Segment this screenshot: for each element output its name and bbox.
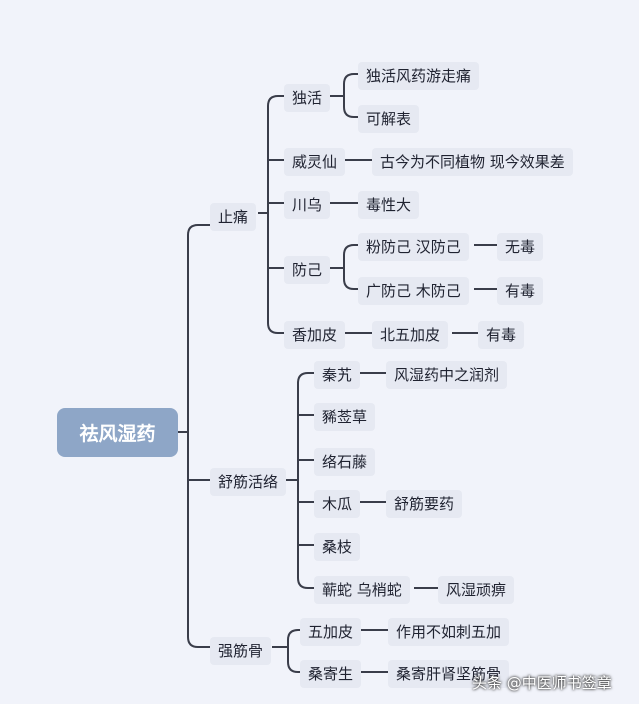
watermark-text: 头条 @中医师书签章 <box>472 674 612 692</box>
node-duhuo-child-1: 独活风药游走痛 <box>358 62 480 90</box>
node-duhuo: 独活 <box>284 84 331 112</box>
node-duhuo-child-2: 可解表 <box>358 105 420 133</box>
node-xixiancao: 豨莶草 <box>314 403 376 431</box>
branch-qiangjin: 强筋骨 <box>210 637 272 665</box>
node-fangji-child-2: 广防己 木防己 <box>358 277 469 305</box>
node-qinjiao-note: 风湿药中之润剂 <box>386 361 508 389</box>
node-sangjisheng-note: 桑寄肝肾坚筋骨 <box>388 660 510 688</box>
node-wujiapi-note: 作用不如刺五加 <box>388 618 510 646</box>
root-node: 祛风湿药 <box>57 408 178 457</box>
node-chuanwu: 川乌 <box>284 191 331 219</box>
node-xiangjiapi: 香加皮 <box>284 321 346 349</box>
branch-shujin: 舒筋活络 <box>210 468 287 496</box>
node-xiangjiapi-note: 北五加皮 <box>372 321 449 349</box>
node-luoshiteng: 络石藤 <box>314 448 376 476</box>
branch-zhitong: 止痛 <box>210 203 257 231</box>
node-sangzhi: 桑枝 <box>314 533 361 561</box>
node-chuanwu-note: 毒性大 <box>358 191 420 219</box>
node-xiangjiapi-note-2: 有毒 <box>478 321 525 349</box>
node-mugua: 木瓜 <box>314 490 361 518</box>
node-wujiapi: 五加皮 <box>300 618 362 646</box>
node-fangji-child-1-note: 无毒 <box>497 233 544 261</box>
node-mugua-note: 舒筋要药 <box>386 490 463 518</box>
node-sangjisheng: 桑寄生 <box>300 660 362 688</box>
node-fangji-child-2-note: 有毒 <box>497 277 544 305</box>
node-fangji: 防己 <box>284 256 331 284</box>
node-weilingxian: 威灵仙 <box>284 148 346 176</box>
node-qishe-note: 风湿顽痹 <box>438 576 515 604</box>
node-fangji-child-1: 粉防己 汉防己 <box>358 233 469 261</box>
node-qinjiao: 秦艽 <box>314 361 361 389</box>
node-weilingxian-note: 古今为不同植物 现今效果差 <box>372 148 573 176</box>
node-qishe: 蕲蛇 乌梢蛇 <box>314 576 410 604</box>
